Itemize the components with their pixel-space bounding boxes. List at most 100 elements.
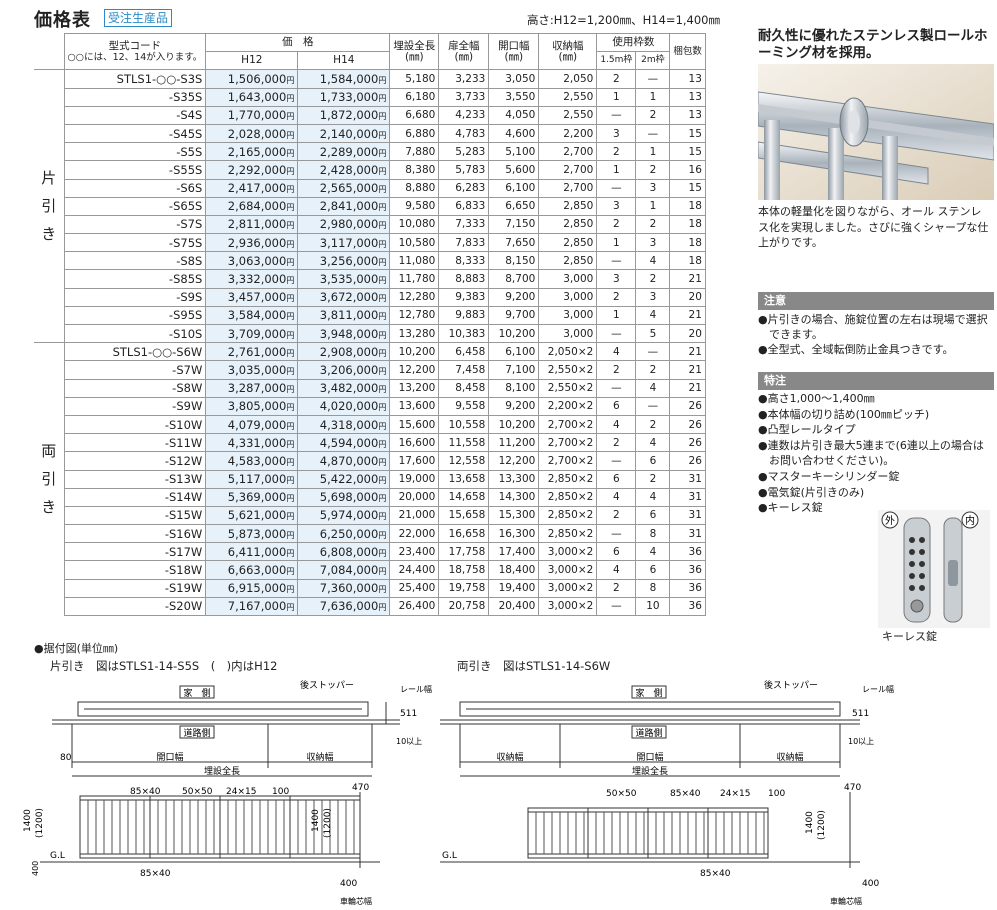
store-unit: (㎜) xyxy=(558,50,578,63)
door-width-cell: 10,383 xyxy=(438,323,490,344)
door-width-cell: 9,558 xyxy=(438,396,490,416)
door-width-cell: 3,733 xyxy=(438,87,490,107)
price-h14-cell: 2,980,000円 xyxy=(297,214,391,235)
price-h14-cell: 2,140,000円 xyxy=(297,123,391,144)
door-width-cell: 17,758 xyxy=(438,542,490,562)
double-470: 470 xyxy=(844,783,861,793)
price-h14-cell: 2,428,000円 xyxy=(297,160,391,180)
frame15-header: 1.5m枠 xyxy=(596,51,637,71)
inside-marker xyxy=(961,511,979,529)
door-width-cell: 18,758 xyxy=(438,560,490,580)
opening-width-cell: 19,400 xyxy=(488,578,540,598)
frame15-count-cell: 6 xyxy=(596,396,637,416)
single-1200-right: (1200) xyxy=(323,808,333,838)
single-50x50: 50×50 xyxy=(182,787,213,797)
frame2-count-cell: 2 xyxy=(635,469,671,489)
price-h12-cell: 5,117,000円 xyxy=(205,469,299,489)
pack-count-cell: 15 xyxy=(669,178,706,198)
bury-length-cell: 13,280 xyxy=(389,323,440,344)
door-width-cell: 3,233 xyxy=(438,69,490,89)
single-gl: G.L xyxy=(50,851,65,861)
yen-unit: 円 xyxy=(286,366,295,376)
pack-count-cell: 31 xyxy=(669,469,706,489)
price-h12-cell: 4,331,000円 xyxy=(205,433,299,453)
price-value: 6,915,000 xyxy=(227,581,287,596)
model-header-label: 型式コード xyxy=(108,39,162,52)
door-width-cell: 7,833 xyxy=(438,233,490,253)
price-h14-cell: 3,672,000円 xyxy=(297,287,391,307)
bury-length-cell: 20,000 xyxy=(389,487,440,507)
price-value: 3,256,000 xyxy=(319,253,379,268)
bury-length-cell: 7,880 xyxy=(389,142,440,162)
opening-width-cell: 11,200 xyxy=(488,433,540,453)
frame2-count-cell: 1 xyxy=(635,87,671,107)
single-drawing-caption: 片引き 図はSTLS1-14-S5S ( )内はH12 xyxy=(50,659,278,673)
frame2-count-cell: 1 xyxy=(635,142,671,162)
model-code-cell: -S45S xyxy=(63,123,207,144)
single-road-label: 道路側 xyxy=(183,727,210,739)
frame15-count-cell: 6 xyxy=(596,542,637,562)
model-code-cell: -S9S xyxy=(63,287,207,307)
lock-caption: キーレス錠 xyxy=(882,630,937,643)
double-511-label: 511 xyxy=(852,709,869,719)
pack-count-cell: 21 xyxy=(669,342,706,362)
price-value: 1,584,000 xyxy=(319,71,379,86)
yen-unit: 円 xyxy=(286,312,295,322)
double-plan-view xyxy=(440,701,860,777)
storage-width-cell: 2,850×2 xyxy=(538,469,598,489)
bury-length-cell: 13,200 xyxy=(389,378,440,398)
price-value: 4,331,000 xyxy=(227,435,287,450)
model-code-cell: -S11W xyxy=(63,433,207,453)
price-h12-cell: 2,811,000円 xyxy=(205,214,299,235)
double-drawing-caption: 両引き 図はSTLS1-14-S6W xyxy=(457,659,611,673)
bury-length-cell: 21,000 xyxy=(389,505,440,526)
storage-width-cell: 3,000 xyxy=(538,287,598,307)
single-plan-view xyxy=(52,701,400,777)
bury-length-cell: 8,880 xyxy=(389,178,440,198)
custom-item: ●凸型レールタイプ xyxy=(758,423,856,437)
opening-width-cell: 10,200 xyxy=(488,414,540,435)
yen-unit: 円 xyxy=(286,75,295,85)
frame15-count-cell: 3 xyxy=(596,269,637,289)
model-code-cell: -S9W xyxy=(63,396,207,416)
pack-count-cell: 18 xyxy=(669,196,706,216)
storage-width-cell: 3,000×2 xyxy=(538,542,598,562)
price-h12-cell: 5,621,000円 xyxy=(205,505,299,526)
frame2-count-cell: 6 xyxy=(635,505,671,526)
yen-unit: 円 xyxy=(378,239,387,249)
price-h14-cell: 4,020,000円 xyxy=(297,396,391,416)
door-width-cell: 10,558 xyxy=(438,414,490,435)
frame2-count-cell: — xyxy=(635,123,671,144)
yen-unit: 円 xyxy=(378,403,387,413)
frame15-count-cell: 2 xyxy=(596,578,637,598)
yen-unit: 円 xyxy=(378,512,387,522)
single-opening-label: 開口幅 xyxy=(156,751,183,763)
price-value: 3,811,000 xyxy=(319,308,379,323)
yen-unit: 円 xyxy=(286,94,295,104)
opening-width-cell: 9,200 xyxy=(488,287,540,307)
pack-count-cell: 31 xyxy=(669,505,706,526)
frame15-count-cell: — xyxy=(596,178,637,198)
yen-unit: 円 xyxy=(378,312,387,322)
single-elevation-bars xyxy=(87,800,355,854)
model-code-cell: -S65S xyxy=(63,196,207,216)
custom-item: ●連数は片引き最大5連まで(6連以上の場合はお問い合わせください)。 xyxy=(758,438,984,468)
bury-length-cell: 6,180 xyxy=(389,87,440,107)
yen-unit: 円 xyxy=(286,112,295,122)
price-value: 1,770,000 xyxy=(227,108,287,123)
price-value: 3,117,000 xyxy=(319,235,379,250)
custom-order-list: ●高さ1,000〜1,400㎜ ●本体幅の切り詰め(100㎜ピッチ) ●凸型レー… xyxy=(758,391,994,516)
model-code-cell: -S7W xyxy=(63,360,207,380)
yen-unit: 円 xyxy=(286,294,295,304)
storage-width-cell: 2,200×2 xyxy=(538,396,598,416)
price-value: 1,506,000 xyxy=(227,71,287,86)
bury-length-cell: 5,180 xyxy=(389,69,440,89)
group-header-blank xyxy=(34,33,65,70)
pack-count-cell: 21 xyxy=(669,360,706,380)
price-h12-cell: 1,506,000円 xyxy=(205,69,299,89)
model-code-cell: -S8W xyxy=(63,378,207,398)
